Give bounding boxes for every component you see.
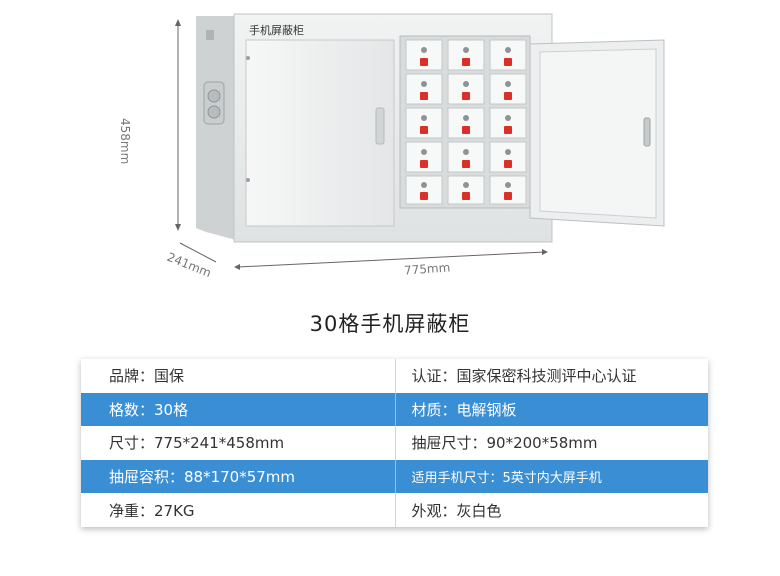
cabinet-label: 手机屏蔽柜 [249, 24, 304, 37]
spec-row: 抽屉容积：88*170*57mm 适用手机尺寸：5英寸内大屏手机 [81, 459, 709, 494]
spec-phone-size: 适用手机尺寸：5英寸内大屏手机 [394, 459, 709, 494]
spec-dimensions: 尺寸：775*241*458mm [109, 434, 285, 453]
spec-net-weight: 净重：27KG [109, 501, 195, 520]
spec-brand: 品牌：国保 [109, 367, 185, 386]
drawer-grid [405, 39, 527, 205]
spec-table: 品牌：国保 认证：国家保密科技测评中心认证 格数：30格 材质：电解钢板 尺寸：… [81, 359, 708, 527]
spec-slot-count: 格数：30格 [109, 400, 189, 419]
spec-appearance: 外观：灰白色 [394, 493, 709, 527]
height-dimension: 458mm [118, 118, 132, 165]
product-title: 30格手机屏蔽柜 [309, 312, 471, 336]
spec-row: 净重：27KG 外观：灰白色 [81, 493, 708, 527]
spec-drawer-volume: 抽屉容积：88*170*57mm [109, 468, 296, 487]
spec-row: 品牌：国保 认证：国家保密科技测评中心认证 [81, 359, 708, 393]
spec-drawer-size: 抽屉尺寸：90*200*58mm [394, 426, 709, 460]
spec-material: 材质：电解钢板 [394, 392, 709, 427]
spec-row: 格数：30格 材质：电解钢板 [81, 392, 709, 427]
product-figure: 手机屏蔽柜 458mm 241mm 775mm [118, 13, 665, 280]
cabinet-illustration [175, 13, 665, 270]
spec-row: 尺寸：775*241*458mm 抽屉尺寸：90*200*58mm [81, 426, 708, 460]
spec-certification: 认证：国家保密科技测评中心认证 [394, 359, 709, 393]
